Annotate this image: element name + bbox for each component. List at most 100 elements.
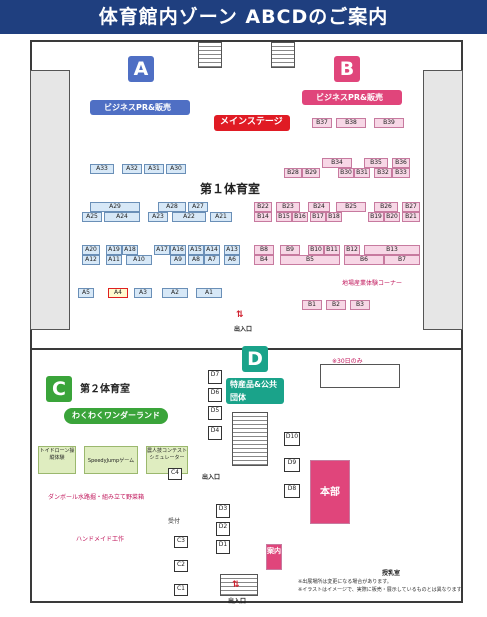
booth-a25[interactable]: A25 xyxy=(82,212,102,222)
booth-a10[interactable]: A10 xyxy=(126,255,152,265)
zone-c-badge: C xyxy=(46,376,72,402)
booth-b34[interactable]: B34 xyxy=(322,158,352,168)
booth-a27[interactable]: A27 xyxy=(188,202,208,212)
toilet-room xyxy=(320,364,400,388)
booth-a21[interactable]: A21 xyxy=(210,212,232,222)
booth-b2[interactable]: B2 xyxy=(326,300,346,310)
booth-a33[interactable]: A33 xyxy=(90,164,114,174)
booth-b17[interactable]: B17 xyxy=(310,212,326,222)
booth-a12[interactable]: A12 xyxy=(82,255,100,265)
booth-a31[interactable]: A31 xyxy=(144,164,164,174)
booth-b8[interactable]: B8 xyxy=(254,245,274,255)
booth-a9[interactable]: A9 xyxy=(170,255,186,265)
booth-b32[interactable]: B32 xyxy=(374,168,392,178)
booth-b6[interactable]: B6 xyxy=(344,255,384,265)
booth-d10[interactable]: D10 xyxy=(284,432,300,446)
booth-b20[interactable]: B20 xyxy=(384,212,400,222)
zone-a-badge: A xyxy=(128,56,154,82)
booth-c4[interactable]: C4 xyxy=(168,468,182,480)
speedy-area: SpeedyJumpゲーム xyxy=(84,446,138,474)
booth-a1[interactable]: A1 xyxy=(196,288,222,298)
booth-b14[interactable]: B14 xyxy=(254,212,272,222)
booth-a4[interactable]: A4 xyxy=(108,288,128,298)
booth-b31[interactable]: B31 xyxy=(354,168,370,178)
booth-b11[interactable]: B11 xyxy=(324,245,340,255)
zone-d-badge: D xyxy=(242,346,268,372)
booth-a2[interactable]: A2 xyxy=(162,288,188,298)
booth-a24[interactable]: A24 xyxy=(104,212,140,222)
booth-a22[interactable]: A22 xyxy=(172,212,206,222)
booth-b3[interactable]: B3 xyxy=(350,300,370,310)
booth-b25[interactable]: B25 xyxy=(336,202,366,212)
booth-d6[interactable]: D6 xyxy=(208,388,222,402)
stairs xyxy=(220,574,258,596)
booth-a32[interactable]: A32 xyxy=(122,164,142,174)
booth-a7[interactable]: A7 xyxy=(204,255,220,265)
booth-b28[interactable]: B28 xyxy=(284,168,302,178)
booth-a3[interactable]: A3 xyxy=(134,288,152,298)
booth-a8[interactable]: A8 xyxy=(188,255,204,265)
booth-b13[interactable]: B13 xyxy=(364,245,420,255)
booth-a5[interactable]: A5 xyxy=(78,288,94,298)
booth-c3[interactable]: C3 xyxy=(174,536,188,548)
booth-b33[interactable]: B33 xyxy=(392,168,410,178)
main-stage: メインステージ xyxy=(214,115,290,131)
booth-a15[interactable]: A15 xyxy=(188,245,204,255)
booth-b21[interactable]: B21 xyxy=(402,212,420,222)
booth-c2[interactable]: C2 xyxy=(174,560,188,572)
gym2-label: 第２体育室 xyxy=(80,384,130,395)
booth-b23[interactable]: B23 xyxy=(276,202,300,212)
booth-b24[interactable]: B24 xyxy=(308,202,330,212)
booth-b22[interactable]: B22 xyxy=(254,202,272,212)
booth-b18[interactable]: B18 xyxy=(326,212,342,222)
booth-b9[interactable]: B9 xyxy=(280,245,300,255)
booth-b10[interactable]: B10 xyxy=(308,245,324,255)
booth-a13[interactable]: A13 xyxy=(224,245,240,255)
booth-b4[interactable]: B4 xyxy=(254,255,274,265)
zone-b-badge: B xyxy=(334,56,360,82)
booth-d4[interactable]: D4 xyxy=(208,426,222,440)
booth-a23[interactable]: A23 xyxy=(148,212,168,222)
stairs xyxy=(232,412,268,466)
booth-d8[interactable]: D8 xyxy=(284,484,300,498)
booth-d5[interactable]: D5 xyxy=(208,406,222,420)
booth-a17[interactable]: A17 xyxy=(154,245,170,255)
booth-d9[interactable]: D9 xyxy=(284,458,300,472)
booth-b38[interactable]: B38 xyxy=(336,118,366,128)
booth-a20[interactable]: A20 xyxy=(82,245,100,255)
booth-a16[interactable]: A16 xyxy=(170,245,186,255)
booth-d1[interactable]: D1 xyxy=(216,540,230,554)
booth-d3[interactable]: D3 xyxy=(216,504,230,518)
booth-b29[interactable]: B29 xyxy=(302,168,320,178)
booth-b16[interactable]: B16 xyxy=(292,212,308,222)
booth-b5[interactable]: B5 xyxy=(280,255,340,265)
booth-a19[interactable]: A19 xyxy=(106,245,122,255)
booth-b7[interactable]: B7 xyxy=(384,255,420,265)
entrance-label: 出入口 xyxy=(228,598,247,605)
booth-b30[interactable]: B30 xyxy=(338,168,354,178)
booth-b1[interactable]: B1 xyxy=(302,300,322,310)
booth-b19[interactable]: B19 xyxy=(368,212,384,222)
booth-b26[interactable]: B26 xyxy=(374,202,398,212)
handmade-label: ハンドメイド工作 xyxy=(76,536,125,543)
booth-a6[interactable]: A6 xyxy=(224,255,240,265)
booth-d7[interactable]: D7 xyxy=(208,370,222,384)
booth-a11[interactable]: A11 xyxy=(106,255,122,265)
ukezuke-label: 受付 xyxy=(168,518,181,525)
stairs xyxy=(271,42,295,68)
booth-a29[interactable]: A29 xyxy=(90,202,140,212)
booth-d2[interactable]: D2 xyxy=(216,522,230,536)
booth-b12[interactable]: B12 xyxy=(344,245,360,255)
booth-b35[interactable]: B35 xyxy=(364,158,388,168)
booth-a18[interactable]: A18 xyxy=(122,245,138,255)
booth-b37[interactable]: B37 xyxy=(312,118,332,128)
booth-b39[interactable]: B39 xyxy=(374,118,404,128)
booth-a30[interactable]: A30 xyxy=(166,164,186,174)
gym1-label: 第１体育室 xyxy=(200,182,261,196)
booth-c1[interactable]: C1 xyxy=(174,584,188,596)
booth-b27[interactable]: B27 xyxy=(402,202,420,212)
booth-a14[interactable]: A14 xyxy=(204,245,220,255)
booth-b15[interactable]: B15 xyxy=(276,212,292,222)
booth-b36[interactable]: B36 xyxy=(392,158,410,168)
booth-a28[interactable]: A28 xyxy=(158,202,186,212)
